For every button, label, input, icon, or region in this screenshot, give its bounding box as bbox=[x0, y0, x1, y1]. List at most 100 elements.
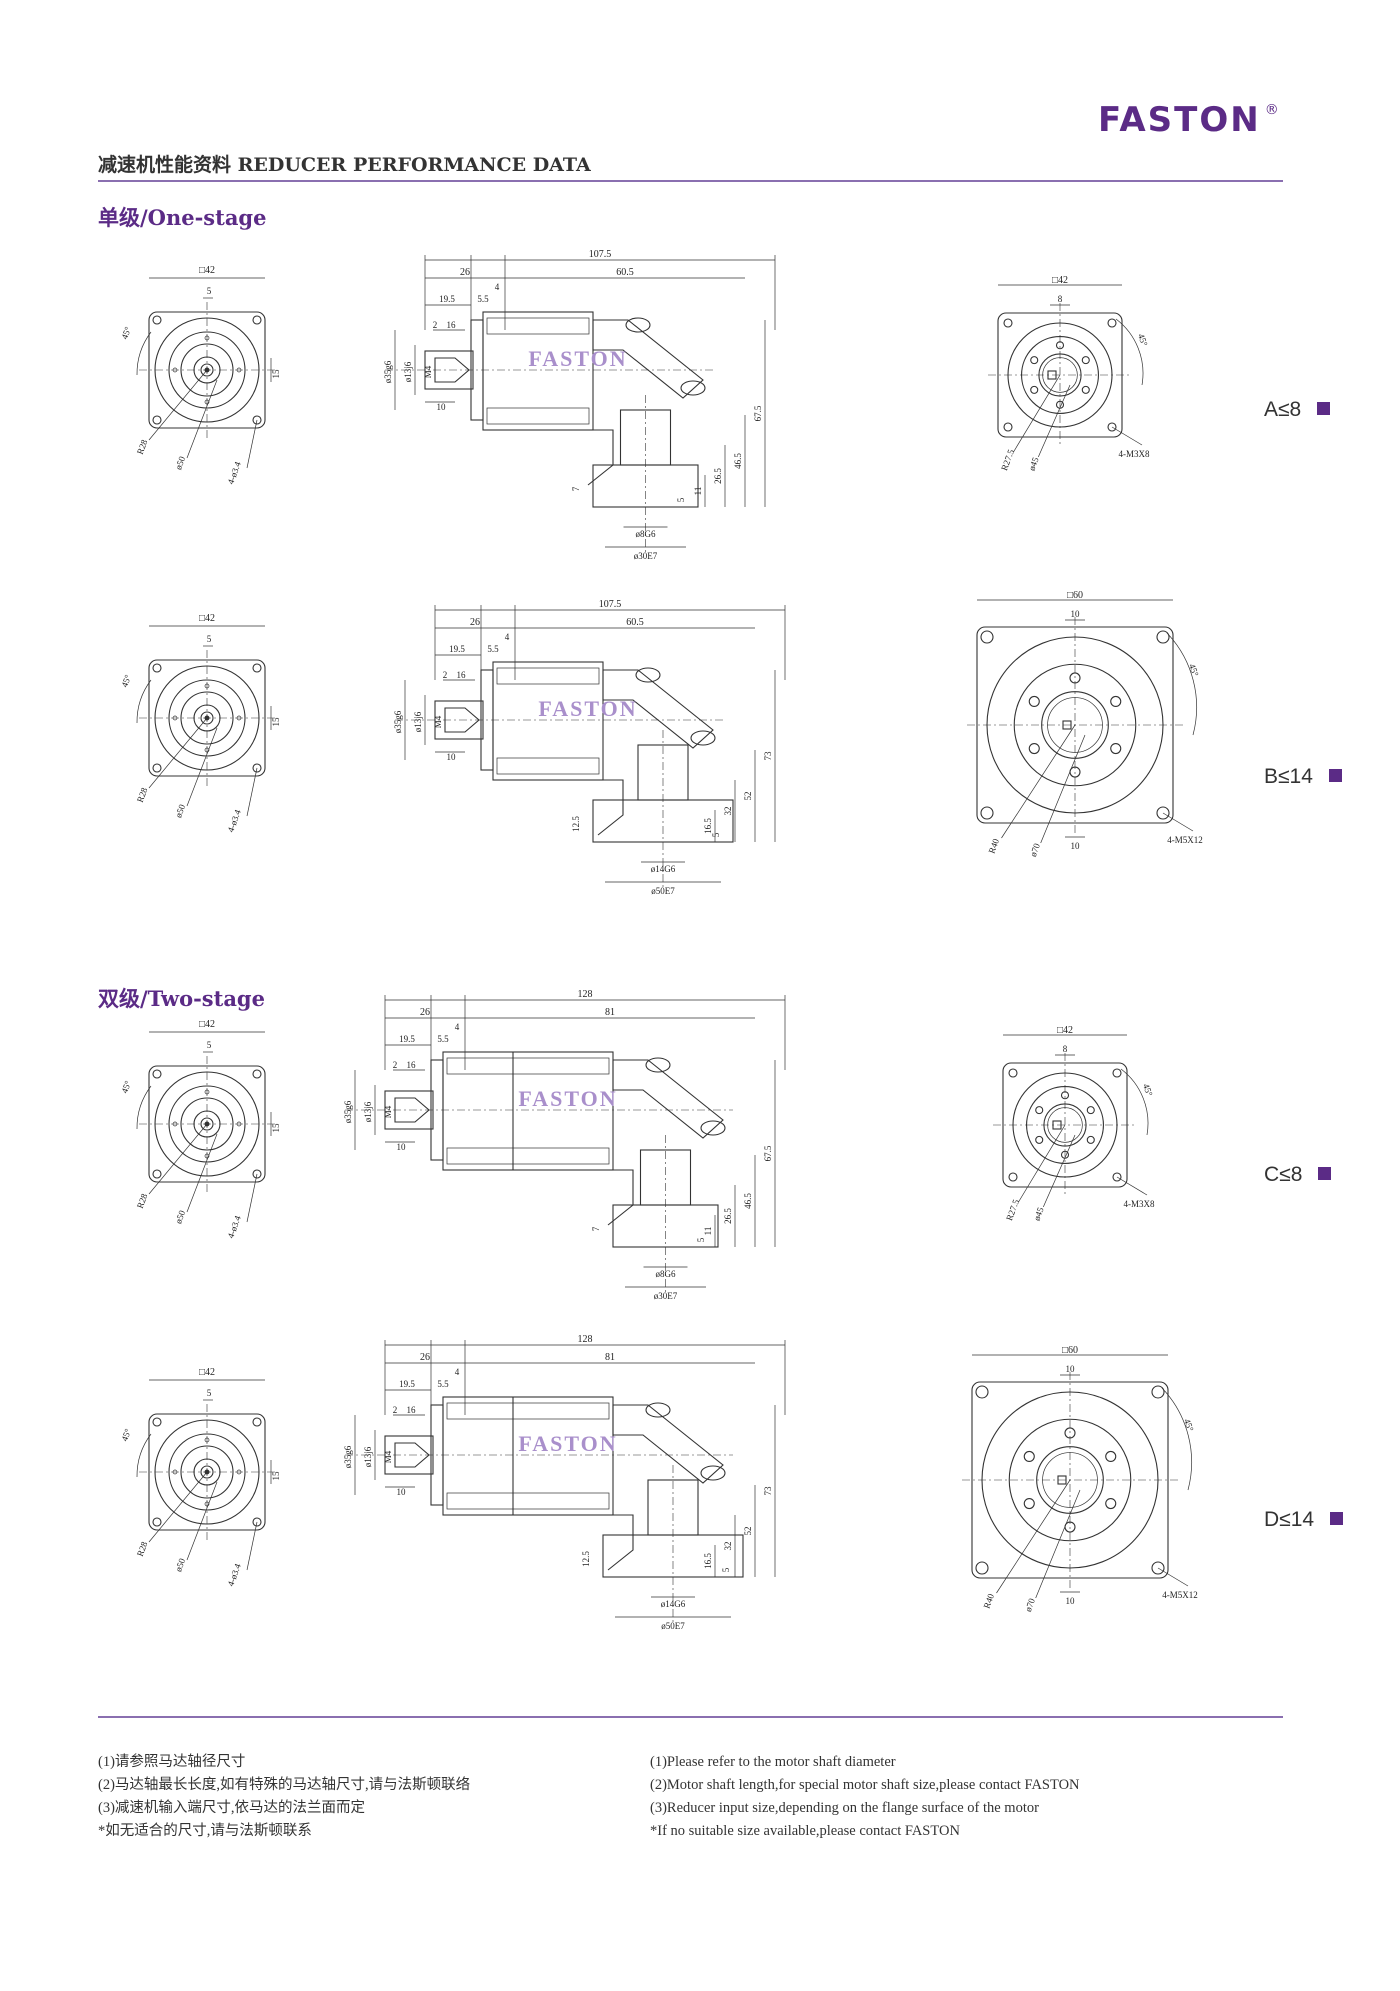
ratio-text: C≤8 bbox=[1264, 1163, 1303, 1186]
dim-right-label: 15 bbox=[271, 1471, 281, 1481]
page-title: 减速机性能资料 REDUCER PERFORMANCE DATA bbox=[98, 154, 591, 176]
dim-v3-label: 46.5 bbox=[733, 453, 743, 469]
watermark-text: FASTON bbox=[518, 1431, 617, 1456]
ratio-marker bbox=[1330, 1512, 1344, 1525]
dim-square-label: □42 bbox=[199, 265, 215, 276]
dim-shaft-label: ø8G6 bbox=[656, 1269, 676, 1279]
ratio-text: A≤8 bbox=[1264, 398, 1302, 421]
brand-logo: FASTON® bbox=[1098, 100, 1281, 140]
dim-v3-label: 52 bbox=[743, 792, 753, 801]
dim-h-label: 10 bbox=[397, 1487, 407, 1497]
dim-a-label: 26 bbox=[420, 1352, 430, 1363]
watermark-text: FASTON bbox=[528, 346, 627, 371]
dim-diameter-label: ø50 bbox=[173, 1556, 187, 1573]
dim-radius-label: R28 bbox=[135, 438, 150, 456]
dim-v5-label: 5 bbox=[676, 497, 686, 502]
dim-g-label: 16 bbox=[407, 1060, 417, 1070]
dim-f-label: 2 bbox=[393, 1060, 398, 1070]
notes-chinese: (1)请参照马达轴径尺寸 (2)马达轴最长长度,如有特殊的马达轴尺寸,请与法斯顿… bbox=[98, 1751, 470, 1843]
dim-square-label: □42 bbox=[199, 1367, 215, 1378]
dim-diameter-label: ø50 bbox=[173, 1208, 187, 1225]
dim-d2-label: ø13j6 bbox=[403, 361, 413, 382]
dim-c-label: 19.5 bbox=[399, 1034, 415, 1044]
dim-holes-label: 4-M5X12 bbox=[1167, 835, 1203, 845]
dim-m-label: M4 bbox=[433, 715, 443, 728]
dim-f-label: 2 bbox=[393, 1405, 398, 1415]
dim-radius-label: R28 bbox=[135, 1540, 150, 1558]
dim-d2-label: ø13j6 bbox=[363, 1446, 373, 1467]
dim-v1-label: 16.5 bbox=[703, 818, 713, 834]
dim-d2-label: ø13j6 bbox=[413, 711, 423, 732]
ratio-label-a: A≤8 bbox=[1264, 398, 1331, 422]
dim-v2-label: 32 bbox=[723, 1542, 733, 1551]
ratio-marker bbox=[1328, 769, 1342, 782]
dim-top-label: 5 bbox=[207, 286, 212, 296]
dim-bore-label: ø30E7 bbox=[634, 551, 658, 561]
dim-a-label: 26 bbox=[470, 617, 480, 628]
dim-b-label: 60.5 bbox=[616, 267, 634, 278]
dim-top-label: 10 bbox=[1071, 609, 1081, 619]
dim-angle-label: 45° bbox=[1141, 1082, 1155, 1098]
dim-v6-label: 12.5 bbox=[571, 816, 581, 832]
dim-g-label: 16 bbox=[447, 320, 457, 330]
dim-d2-label: ø13j6 bbox=[363, 1101, 373, 1122]
dim-v5-label: 5 bbox=[711, 832, 721, 837]
dim-b-label: 60.5 bbox=[626, 617, 644, 628]
dim-d1-label: ø35g6 bbox=[343, 1100, 353, 1123]
dim-angle-label: 45° bbox=[119, 325, 133, 341]
dim-h-label: 10 bbox=[447, 752, 457, 762]
dim-shaft-label: ø14G6 bbox=[661, 1599, 686, 1609]
dim-c-label: 19.5 bbox=[439, 294, 455, 304]
dim-v3-label: 46.5 bbox=[743, 1193, 753, 1209]
dim-e-label: 4 bbox=[455, 1022, 460, 1032]
dim-h-label: 10 bbox=[437, 402, 447, 412]
dim-m-label: M4 bbox=[383, 1450, 393, 1463]
dim-radius-label: R27.5 bbox=[1004, 1198, 1021, 1222]
ratio-marker bbox=[1317, 402, 1331, 415]
note-cn-4: *如无适合的尺寸,请与法斯顿联系 bbox=[98, 1823, 312, 1839]
dim-square-label: □42 bbox=[199, 613, 215, 624]
dim-total-label: 107.5 bbox=[599, 599, 622, 610]
dim-f-label: 2 bbox=[443, 670, 448, 680]
dim-d-label: 5.5 bbox=[477, 294, 489, 304]
dim-square-label: □42 bbox=[199, 1019, 215, 1030]
dim-v5-label: 5 bbox=[696, 1237, 706, 1242]
dim-a-label: 26 bbox=[420, 1007, 430, 1018]
dim-radius-label: R40 bbox=[982, 1592, 997, 1610]
dim-total-label: 128 bbox=[578, 989, 593, 1000]
dim-diameter-label: ø70 bbox=[1023, 1596, 1037, 1613]
dim-v3-label: 52 bbox=[743, 1527, 753, 1536]
notes-english: (1)Please refer to the motor shaft diame… bbox=[650, 1751, 1080, 1843]
dim-radius-label: R40 bbox=[987, 837, 1002, 855]
dim-v2-label: 26.5 bbox=[713, 468, 723, 484]
dim-angle-label: 45° bbox=[1182, 1417, 1196, 1433]
note-en-1: (1)Please refer to the motor shaft diame… bbox=[650, 1754, 896, 1770]
note-cn-1: (1)请参照马达轴径尺寸 bbox=[98, 1754, 246, 1770]
brand-name: FASTON bbox=[1098, 100, 1261, 140]
dim-angle-label: 45° bbox=[1187, 662, 1201, 678]
watermark-text: FASTON bbox=[518, 1086, 617, 1111]
dim-total-label: 128 bbox=[578, 1334, 593, 1345]
note-cn-3: (3)减速机输入端尺寸,依马达的法兰面而定 bbox=[98, 1800, 366, 1816]
dim-right-label: 15 bbox=[271, 717, 281, 727]
ratio-label-c: C≤8 bbox=[1264, 1163, 1332, 1187]
dim-v1-label: 11 bbox=[693, 487, 703, 496]
note-cn-2: (2)马达轴最长长度,如有特殊的马达轴尺寸,请与法斯顿联络 bbox=[98, 1777, 471, 1793]
dim-g-label: 16 bbox=[407, 1405, 417, 1415]
dim-v4-label: 67.5 bbox=[763, 1145, 773, 1161]
dim-top-label: 5 bbox=[207, 634, 212, 644]
dim-radius-label: R28 bbox=[135, 1192, 150, 1210]
dim-top-label: 10 bbox=[1066, 1364, 1076, 1374]
dim-d1-label: ø35g6 bbox=[383, 360, 393, 383]
dim-square-label: □42 bbox=[1052, 275, 1068, 286]
dim-f-label: 2 bbox=[433, 320, 438, 330]
dim-v4-label: 73 bbox=[763, 751, 773, 761]
dim-holes-label: 4-M3X8 bbox=[1124, 1199, 1155, 1209]
